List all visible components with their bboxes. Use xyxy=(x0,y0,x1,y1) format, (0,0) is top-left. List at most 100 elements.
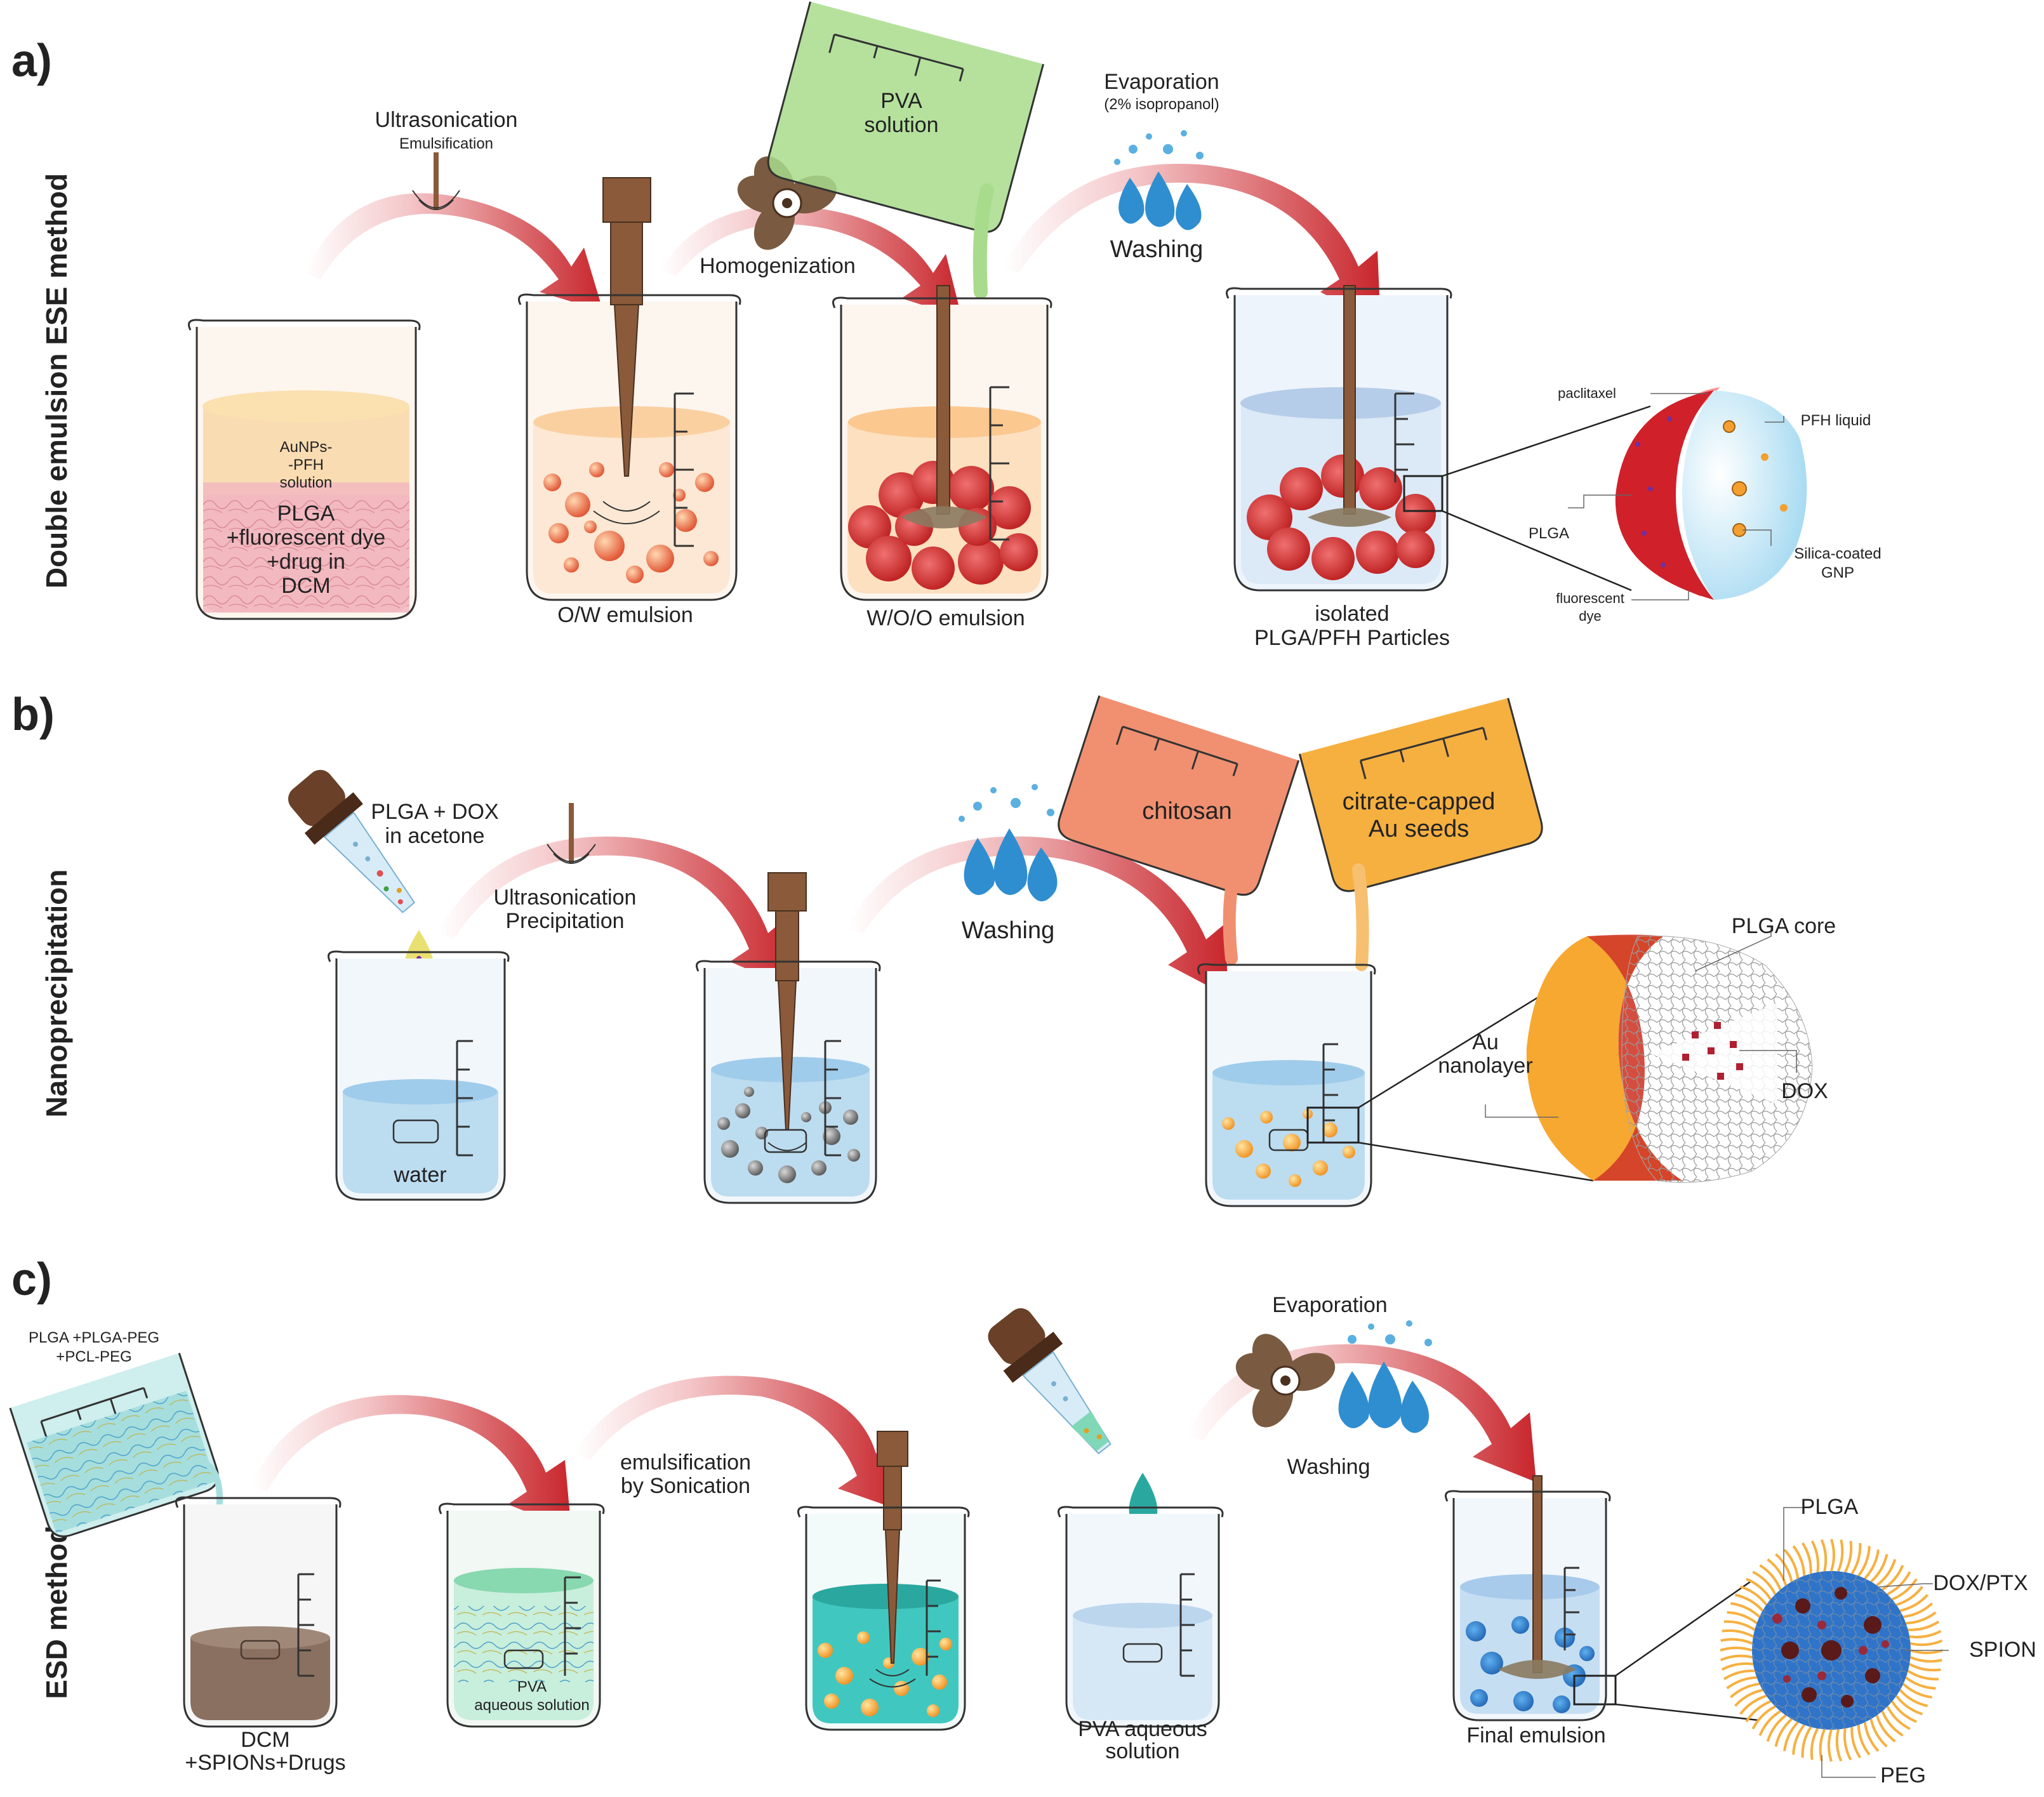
caption-pva-c2-line2: aqueous solution xyxy=(474,1697,589,1714)
panel-b: b) Nanoprecipitation PLGA + DOX in aceto… xyxy=(11,689,1836,1207)
peg-chain xyxy=(1758,1710,1781,1736)
label-homogenization: Homogenization xyxy=(700,254,856,278)
caption-pva-c4-line1: PVA aqueous xyxy=(1078,1717,1207,1741)
chitosan-stream xyxy=(1223,851,1244,965)
beaker-a4 xyxy=(1226,285,1452,592)
label-au-line1: Au xyxy=(1472,1030,1499,1054)
label-emulsification-a: Emulsification xyxy=(399,135,493,152)
label-washing-b: Washing xyxy=(962,917,1054,944)
peg-chain xyxy=(1876,1559,1897,1587)
peg-chain xyxy=(1887,1571,1911,1596)
beaker-c5 xyxy=(1445,1475,1617,1721)
peg-chain xyxy=(1759,1564,1782,1591)
peg-chain xyxy=(1774,1718,1793,1747)
water-drops-icon-b xyxy=(959,784,1058,901)
arrow-a1 xyxy=(305,193,603,311)
label-dox-ptx: DOX/PTX xyxy=(1933,1571,2027,1595)
water-drops-icon-c xyxy=(1338,1320,1432,1433)
beaker-c1 xyxy=(175,1496,342,1728)
particle-crosssection-a xyxy=(1615,387,1807,600)
beaker-a1-top-line3: solution xyxy=(280,474,333,491)
peg-chain xyxy=(1830,1539,1835,1572)
arrow-b2 xyxy=(847,836,1228,997)
arrow-a3 xyxy=(1003,164,1381,324)
caption-ow-emulsion: O/W emulsion xyxy=(557,603,693,627)
particle-labels-a: paclitaxel PFH liquid PLGA Silica-coated… xyxy=(1529,385,1881,624)
peg-chain xyxy=(1881,1710,1904,1737)
beaker-c3 xyxy=(797,1431,970,1731)
peg-chain xyxy=(1820,1539,1828,1572)
peg-chain xyxy=(1752,1570,1777,1595)
caption-pva-c4-line2: solution xyxy=(1105,1739,1179,1763)
dropper-icon-c xyxy=(988,1308,1112,1455)
label-evaporation-c: Evaporation xyxy=(1272,1293,1387,1317)
peg-chain xyxy=(1905,1676,1936,1690)
label-citrate-line2: Au seeds xyxy=(1369,816,1469,842)
peg-chain xyxy=(1902,1683,1932,1699)
panel-c: c) ESD method PLGA +PLGA-PEG +PCL-PEG DC… xyxy=(9,1254,2036,1787)
beaker-a1-top-line2: -PFH xyxy=(288,456,324,474)
label-plga-core: PLGA core xyxy=(1732,914,1836,938)
ultrasonic-probe-icon-b xyxy=(547,803,596,864)
beaker-a2 xyxy=(518,177,741,601)
peg-chain xyxy=(1730,1602,1761,1618)
label-plga-c: PLGA xyxy=(1801,1495,1859,1519)
peg-chain xyxy=(1835,1729,1843,1762)
label-plga-dox-line1: PLGA + DOX xyxy=(371,800,498,824)
pouring-au-seeds-icon xyxy=(1298,698,1543,892)
particle-crosssection-b xyxy=(1526,934,1813,1183)
label-precipitation: Precipitation xyxy=(505,909,624,933)
peg-chain xyxy=(1869,1718,1888,1748)
peg-chain xyxy=(1881,1565,1904,1591)
label-silica-line2: GNP xyxy=(1821,564,1854,581)
peg-chain xyxy=(1730,1682,1760,1699)
au-seeds-stream xyxy=(1352,863,1369,971)
arrow-b1 xyxy=(438,836,797,990)
arrow-c2 xyxy=(574,1376,901,1511)
panel-a-letter: a) xyxy=(11,36,52,86)
beaker-a1: AuNPs- -PFH solution PLGA +fluorescent d… xyxy=(188,319,421,620)
label-pva-line1: PVA xyxy=(880,89,922,113)
arrow-c3 xyxy=(1187,1344,1536,1482)
peg-chain xyxy=(1899,1594,1929,1612)
label-paclitaxel: paclitaxel xyxy=(1558,385,1616,401)
label-plga-a: PLGA xyxy=(1529,525,1569,542)
label-dye-line1: fluorescent xyxy=(1556,590,1624,606)
label-polymers-line2: +PCL-PEG xyxy=(56,1348,131,1365)
particle-spion-c xyxy=(1720,1539,1943,1762)
peg-chain xyxy=(1857,1546,1871,1577)
peg-chain xyxy=(1775,1553,1793,1582)
peg-chain xyxy=(1766,1714,1787,1742)
label-polymers-line1: PLGA +PLGA-PEG xyxy=(29,1329,159,1346)
peg-chain xyxy=(1886,1706,1911,1730)
ultrasonic-probe-icon xyxy=(412,152,460,210)
label-ultrasonication-b: Ultrasonication xyxy=(494,885,637,910)
label-emulsification-c-line2: by Sonication xyxy=(621,1474,750,1498)
oil-droplets-a2 xyxy=(543,462,719,583)
peg-chain xyxy=(1909,1662,1941,1672)
beaker-a3 xyxy=(832,285,1052,601)
particle-spion-core-c xyxy=(1752,1571,1911,1730)
particle-labels-b: PLGA core Au nanolayer DOX xyxy=(1438,914,1836,1118)
peg-chain xyxy=(1735,1593,1764,1612)
label-dye-line2: dye xyxy=(1579,608,1601,624)
peg-chain xyxy=(1720,1654,1753,1662)
beaker-c2: PVA aqueous solution xyxy=(439,1502,605,1728)
label-emulsification-c-line1: emulsification xyxy=(620,1450,751,1475)
caption-isolated-line2: PLGA/PFH Particles xyxy=(1254,626,1450,650)
panel-c-letter: c) xyxy=(11,1254,52,1305)
label-isopropanol: (2% isopropanol) xyxy=(1104,96,1219,113)
gold-nanoparticles-b3 xyxy=(1222,1109,1355,1187)
peg-chain xyxy=(1810,1728,1819,1760)
caption-isolated-line1: isolated xyxy=(1315,602,1389,626)
label-spion: SPION xyxy=(1969,1638,2036,1662)
beaker-a1-top-line1: AuNPs- xyxy=(280,439,333,456)
label-washing-c: Washing xyxy=(1287,1455,1370,1479)
pouring-beaker-icon xyxy=(767,1,1045,233)
label-silica-line1: Silica-coated xyxy=(1794,545,1881,562)
pouring-chitosan-icon xyxy=(1058,695,1300,896)
peg-chain xyxy=(1792,1724,1805,1755)
beaker-a1-bottom-line1: PLGA xyxy=(277,501,335,526)
peg-chain xyxy=(1740,1585,1768,1606)
